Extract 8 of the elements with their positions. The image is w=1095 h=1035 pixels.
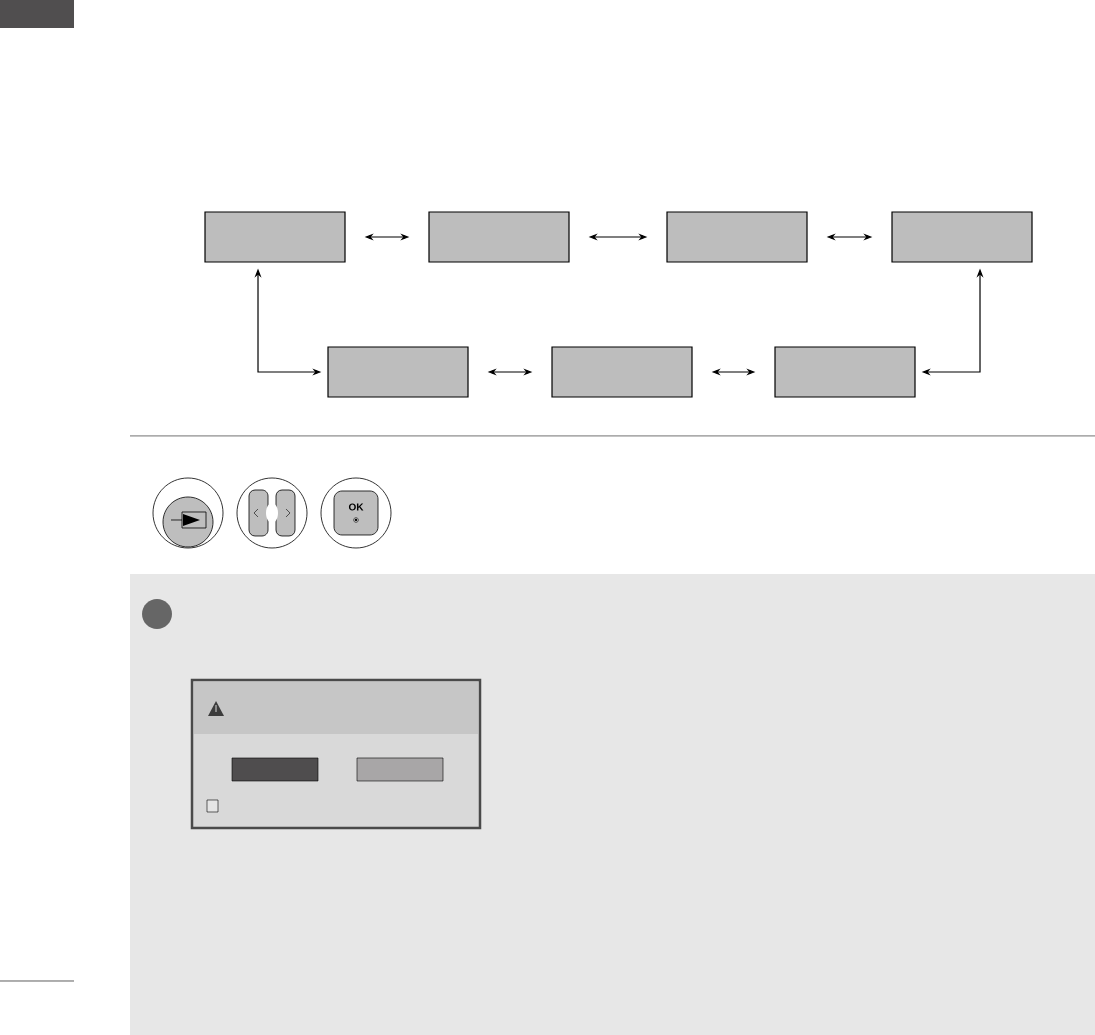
menu-box <box>891 211 1033 263</box>
button-label: OK <box>348 503 364 511</box>
menu-box <box>666 211 808 263</box>
menu-box <box>204 211 346 263</box>
menu-box <box>774 346 916 398</box>
menu-box <box>551 346 693 398</box>
menu-box <box>428 211 570 263</box>
menu-box <box>327 346 469 398</box>
